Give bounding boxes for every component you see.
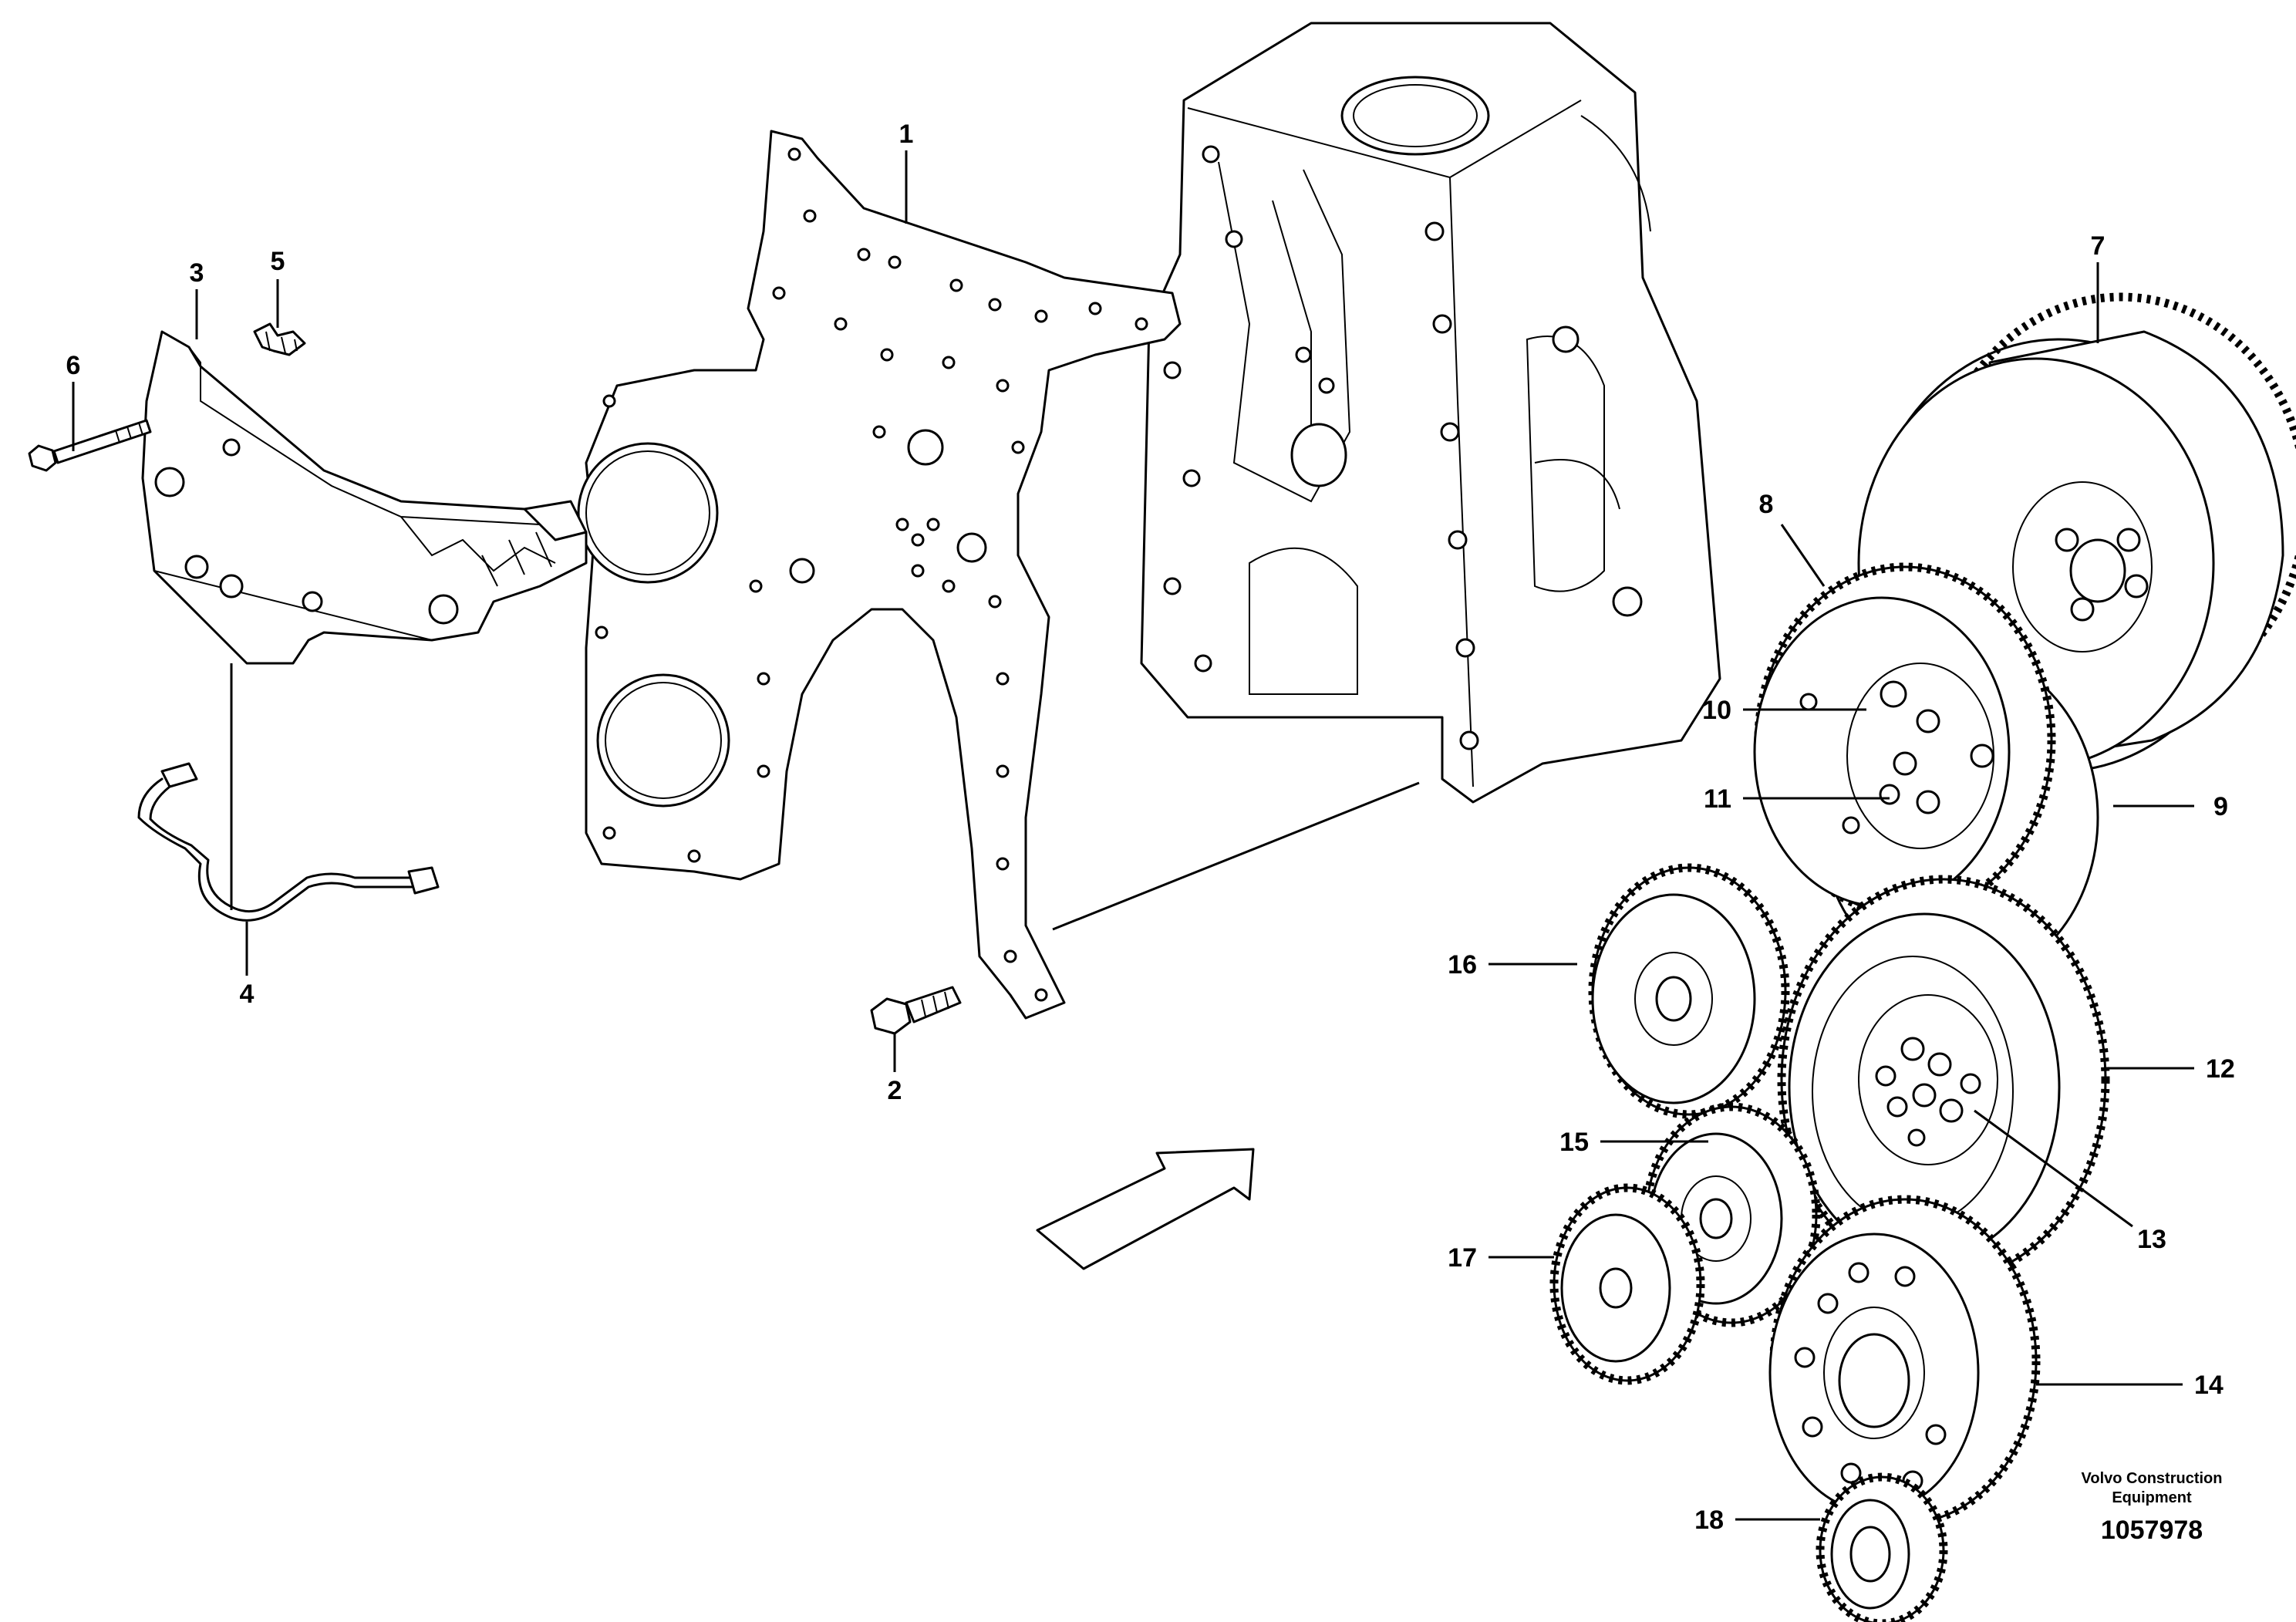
long-bolt-part-6: [28, 419, 152, 472]
engine-block-holes: [1163, 145, 1643, 750]
brand-line-2: Equipment: [2112, 1489, 2192, 1506]
callout-6: 6: [66, 351, 81, 380]
callout-12: 12: [2206, 1054, 2235, 1084]
publisher-block: Volvo Construction Equipment 1057978: [2082, 1470, 2223, 1545]
crankshaft-gear-part-14: [1768, 1195, 2041, 1528]
cover-bracket-part-3: [141, 330, 588, 665]
callout-labels: 1 2 3 4 5 6 7 8 9 10 11 12 13 14 15 16 1…: [66, 120, 2235, 1535]
callout-5: 5: [271, 247, 285, 276]
callout-11: 11: [1704, 784, 1731, 814]
callout-14: 14: [2194, 1371, 2224, 1400]
idler-gear-part-16: [1588, 863, 1790, 1119]
brand-line-1: Volvo Construction: [2082, 1470, 2223, 1487]
timing-plate-gasket: [577, 130, 1182, 1020]
leader-lines: [72, 150, 2194, 1521]
callout-1: 1: [899, 120, 914, 149]
callout-18: 18: [1694, 1506, 1724, 1535]
callout-17: 17: [1448, 1243, 1477, 1273]
callout-8: 8: [1759, 490, 1774, 519]
callout-13: 13: [2137, 1225, 2166, 1254]
camshaft-gear-part-12: [1777, 875, 2110, 1285]
callout-4: 4: [240, 980, 255, 1009]
gear-part-17: [1549, 1183, 1705, 1385]
callout-9: 9: [2213, 792, 2228, 821]
document-number: 1057978: [2101, 1516, 2203, 1545]
bolt-part-2: [870, 986, 962, 1035]
view-direction-arrow: [1036, 1148, 1255, 1270]
gear-part-18: [1816, 1472, 1948, 1622]
engine-block: [1140, 22, 1721, 804]
callout-10: 10: [1702, 696, 1731, 725]
sensor-clip-part-5: [253, 322, 306, 356]
wiring-harness-part-4: [137, 762, 440, 922]
callout-7: 7: [2091, 231, 2106, 261]
callout-16: 16: [1448, 950, 1477, 980]
callout-15: 15: [1559, 1128, 1589, 1157]
callout-2: 2: [888, 1076, 902, 1105]
callout-3: 3: [190, 258, 204, 288]
gear-assembly-part-8: [1753, 562, 2099, 985]
timing-plate-bolt-holes: [595, 147, 1148, 1002]
